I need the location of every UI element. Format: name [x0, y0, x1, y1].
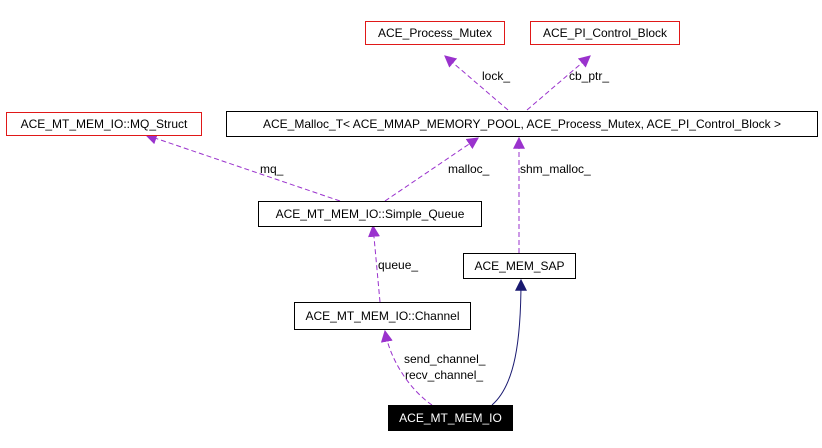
edge-mq [144, 132, 341, 202]
edge-lock [444, 55, 509, 111]
node-mem-sap[interactable]: ACE_MEM_SAP [463, 253, 576, 279]
edge-label-queue: queue_ [378, 258, 419, 272]
node-pi-control-block[interactable]: ACE_PI_Control_Block [530, 21, 680, 45]
node-process-mutex[interactable]: ACE_Process_Mutex [365, 21, 505, 45]
edge-label-cb-ptr: cb_ptr_ [569, 69, 610, 83]
edge-label-lock: lock_ [482, 69, 511, 83]
edge-label-shm-malloc: shm_malloc_ [520, 162, 591, 176]
edge-label-malloc: malloc_ [448, 162, 490, 176]
edge-send-recv-channel [380, 329, 433, 406]
node-mq-struct[interactable]: ACE_MT_MEM_IO::MQ_Struct [6, 112, 202, 136]
edge-label-recv-channel: recv_channel_ [405, 368, 484, 382]
edge-label-send-channel: send_channel_ [404, 352, 486, 366]
node-simple-queue[interactable]: ACE_MT_MEM_IO::Simple_Queue [258, 201, 482, 227]
edge-queue [368, 224, 381, 303]
node-malloc-t[interactable]: ACE_Malloc_T< ACE_MMAP_MEMORY_POOL, ACE_… [226, 111, 818, 137]
node-mt-mem-io[interactable]: ACE_MT_MEM_IO [388, 405, 513, 431]
edge-cb-ptr [526, 55, 591, 111]
edge-label-mq: mq_ [260, 162, 284, 176]
edge-inherits-mem-sap [491, 278, 527, 406]
edge-malloc [384, 137, 479, 202]
node-channel[interactable]: ACE_MT_MEM_IO::Channel [294, 302, 471, 330]
